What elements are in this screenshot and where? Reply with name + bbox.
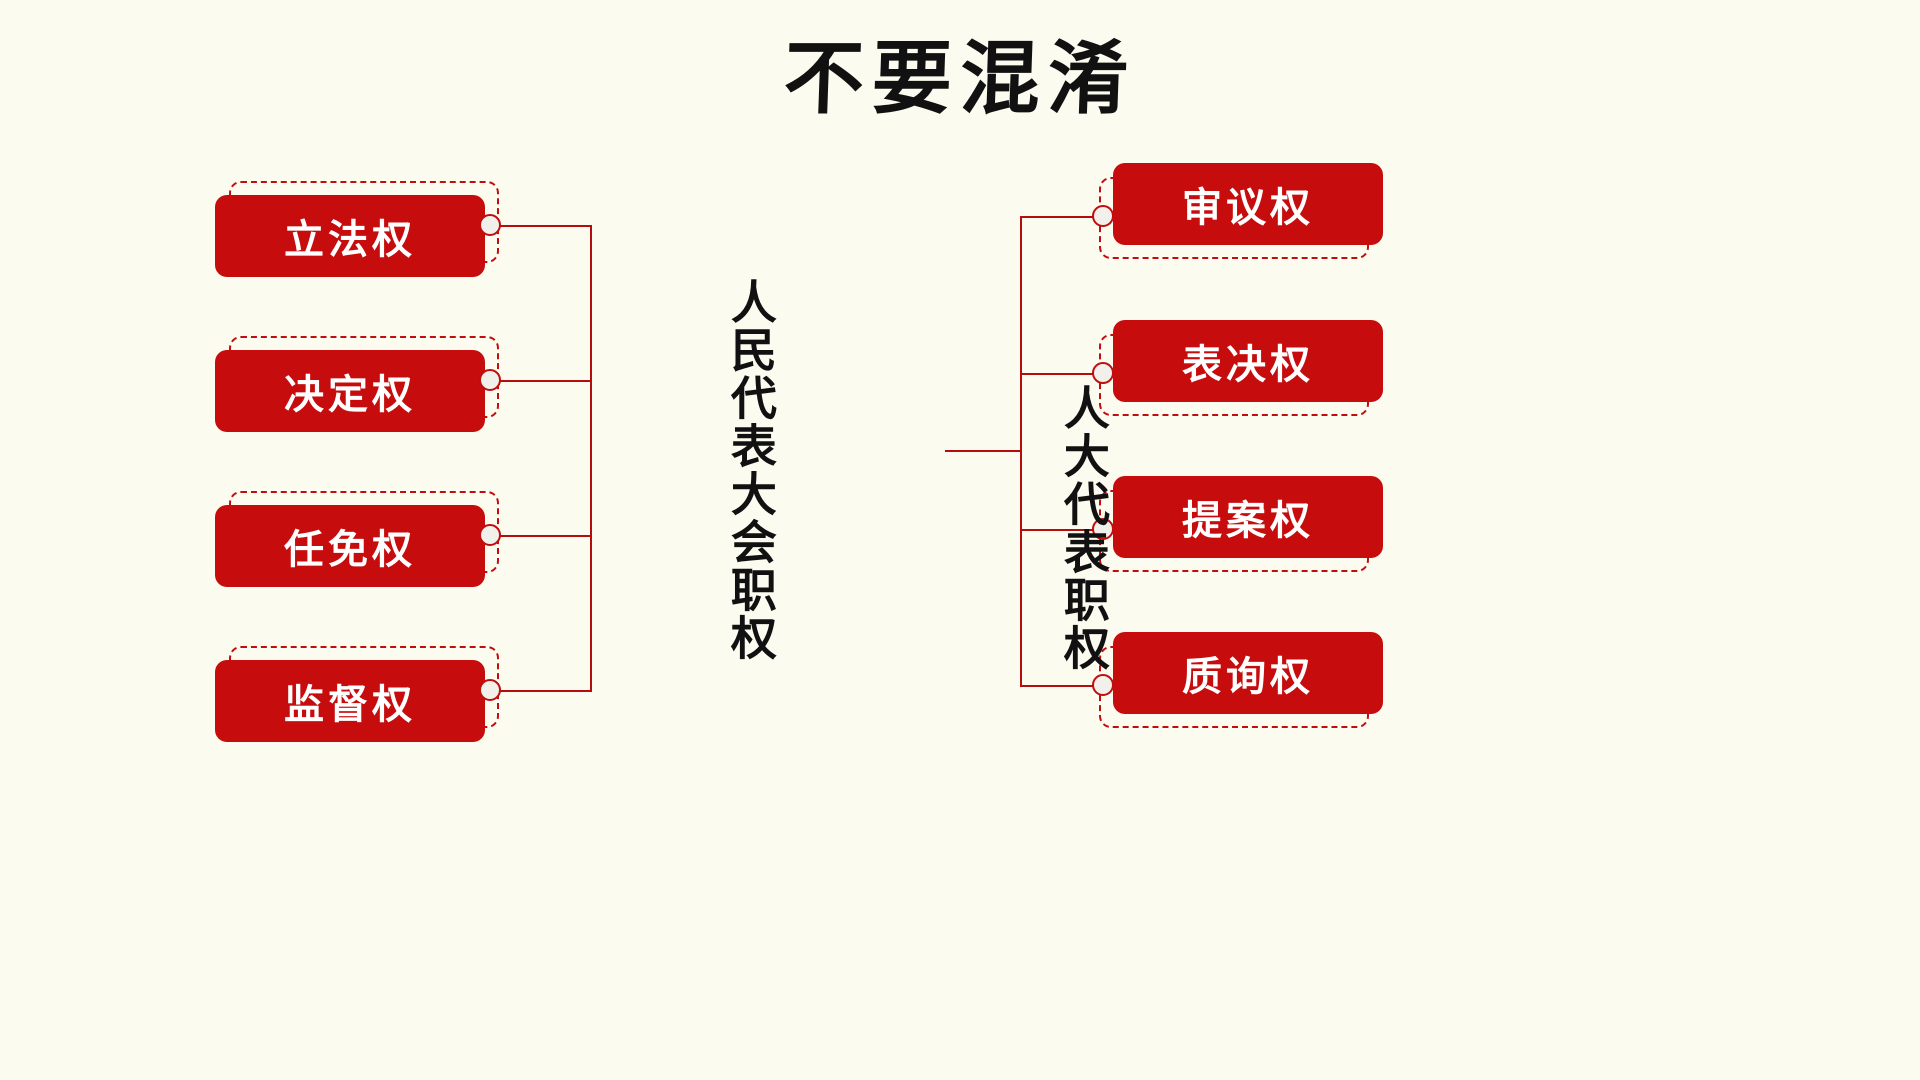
connector-dot-right-3[interactable] (1092, 518, 1114, 540)
connector-dot-right-4[interactable] (1092, 674, 1114, 696)
connector-dot-right-1[interactable] (1092, 205, 1114, 227)
connector-dot-left-1[interactable] (479, 214, 501, 236)
node-label: 提案权 (1182, 499, 1314, 543)
node-left-4[interactable]: 监督权 (215, 646, 499, 742)
node-label: 决定权 (284, 373, 416, 417)
node-label: 表决权 (1182, 343, 1314, 387)
trunk-line-left (590, 225, 592, 692)
connector-line-right-1 (1020, 216, 1110, 218)
stem-line-right (945, 450, 1022, 452)
page-title: 不要混淆 (782, 31, 1138, 125)
node-body[interactable]: 决定权 (215, 350, 485, 432)
connector-line-left-3 (496, 535, 592, 537)
node-body[interactable]: 质询权 (1113, 632, 1383, 714)
node-right-3[interactable]: 提案权 (1099, 476, 1383, 572)
connector-dot-right-2[interactable] (1092, 362, 1114, 384)
node-label: 立法权 (284, 218, 416, 262)
connector-line-left-2 (496, 380, 592, 382)
node-label: 监督权 (284, 683, 416, 727)
node-label: 审议权 (1182, 186, 1314, 230)
connector-line-left-4 (496, 690, 592, 692)
connector-line-right-4 (1020, 685, 1110, 687)
connector-line-left-1 (496, 225, 592, 227)
node-label: 质询权 (1182, 655, 1314, 699)
node-right-2[interactable]: 表决权 (1099, 320, 1383, 416)
node-body[interactable]: 立法权 (215, 195, 485, 277)
group-label-left: 人民代表大会职权 (724, 278, 777, 662)
node-right-1[interactable]: 审议权 (1099, 163, 1383, 259)
connector-dot-left-3[interactable] (479, 524, 501, 546)
connector-line-right-2 (1020, 373, 1110, 375)
node-body[interactable]: 审议权 (1113, 163, 1383, 245)
node-body[interactable]: 表决权 (1113, 320, 1383, 402)
node-left-3[interactable]: 任免权 (215, 491, 499, 587)
connector-line-right-3 (1020, 529, 1110, 531)
node-left-2[interactable]: 决定权 (215, 336, 499, 432)
node-label: 任免权 (284, 528, 416, 572)
connector-dot-left-2[interactable] (479, 369, 501, 391)
node-body[interactable]: 任免权 (215, 505, 485, 587)
group-label-right: 人大代表职权 (1057, 384, 1110, 672)
node-body[interactable]: 提案权 (1113, 476, 1383, 558)
connector-dot-left-4[interactable] (479, 679, 501, 701)
node-right-4[interactable]: 质询权 (1099, 632, 1383, 728)
node-body[interactable]: 监督权 (215, 660, 485, 742)
node-left-1[interactable]: 立法权 (215, 181, 499, 277)
